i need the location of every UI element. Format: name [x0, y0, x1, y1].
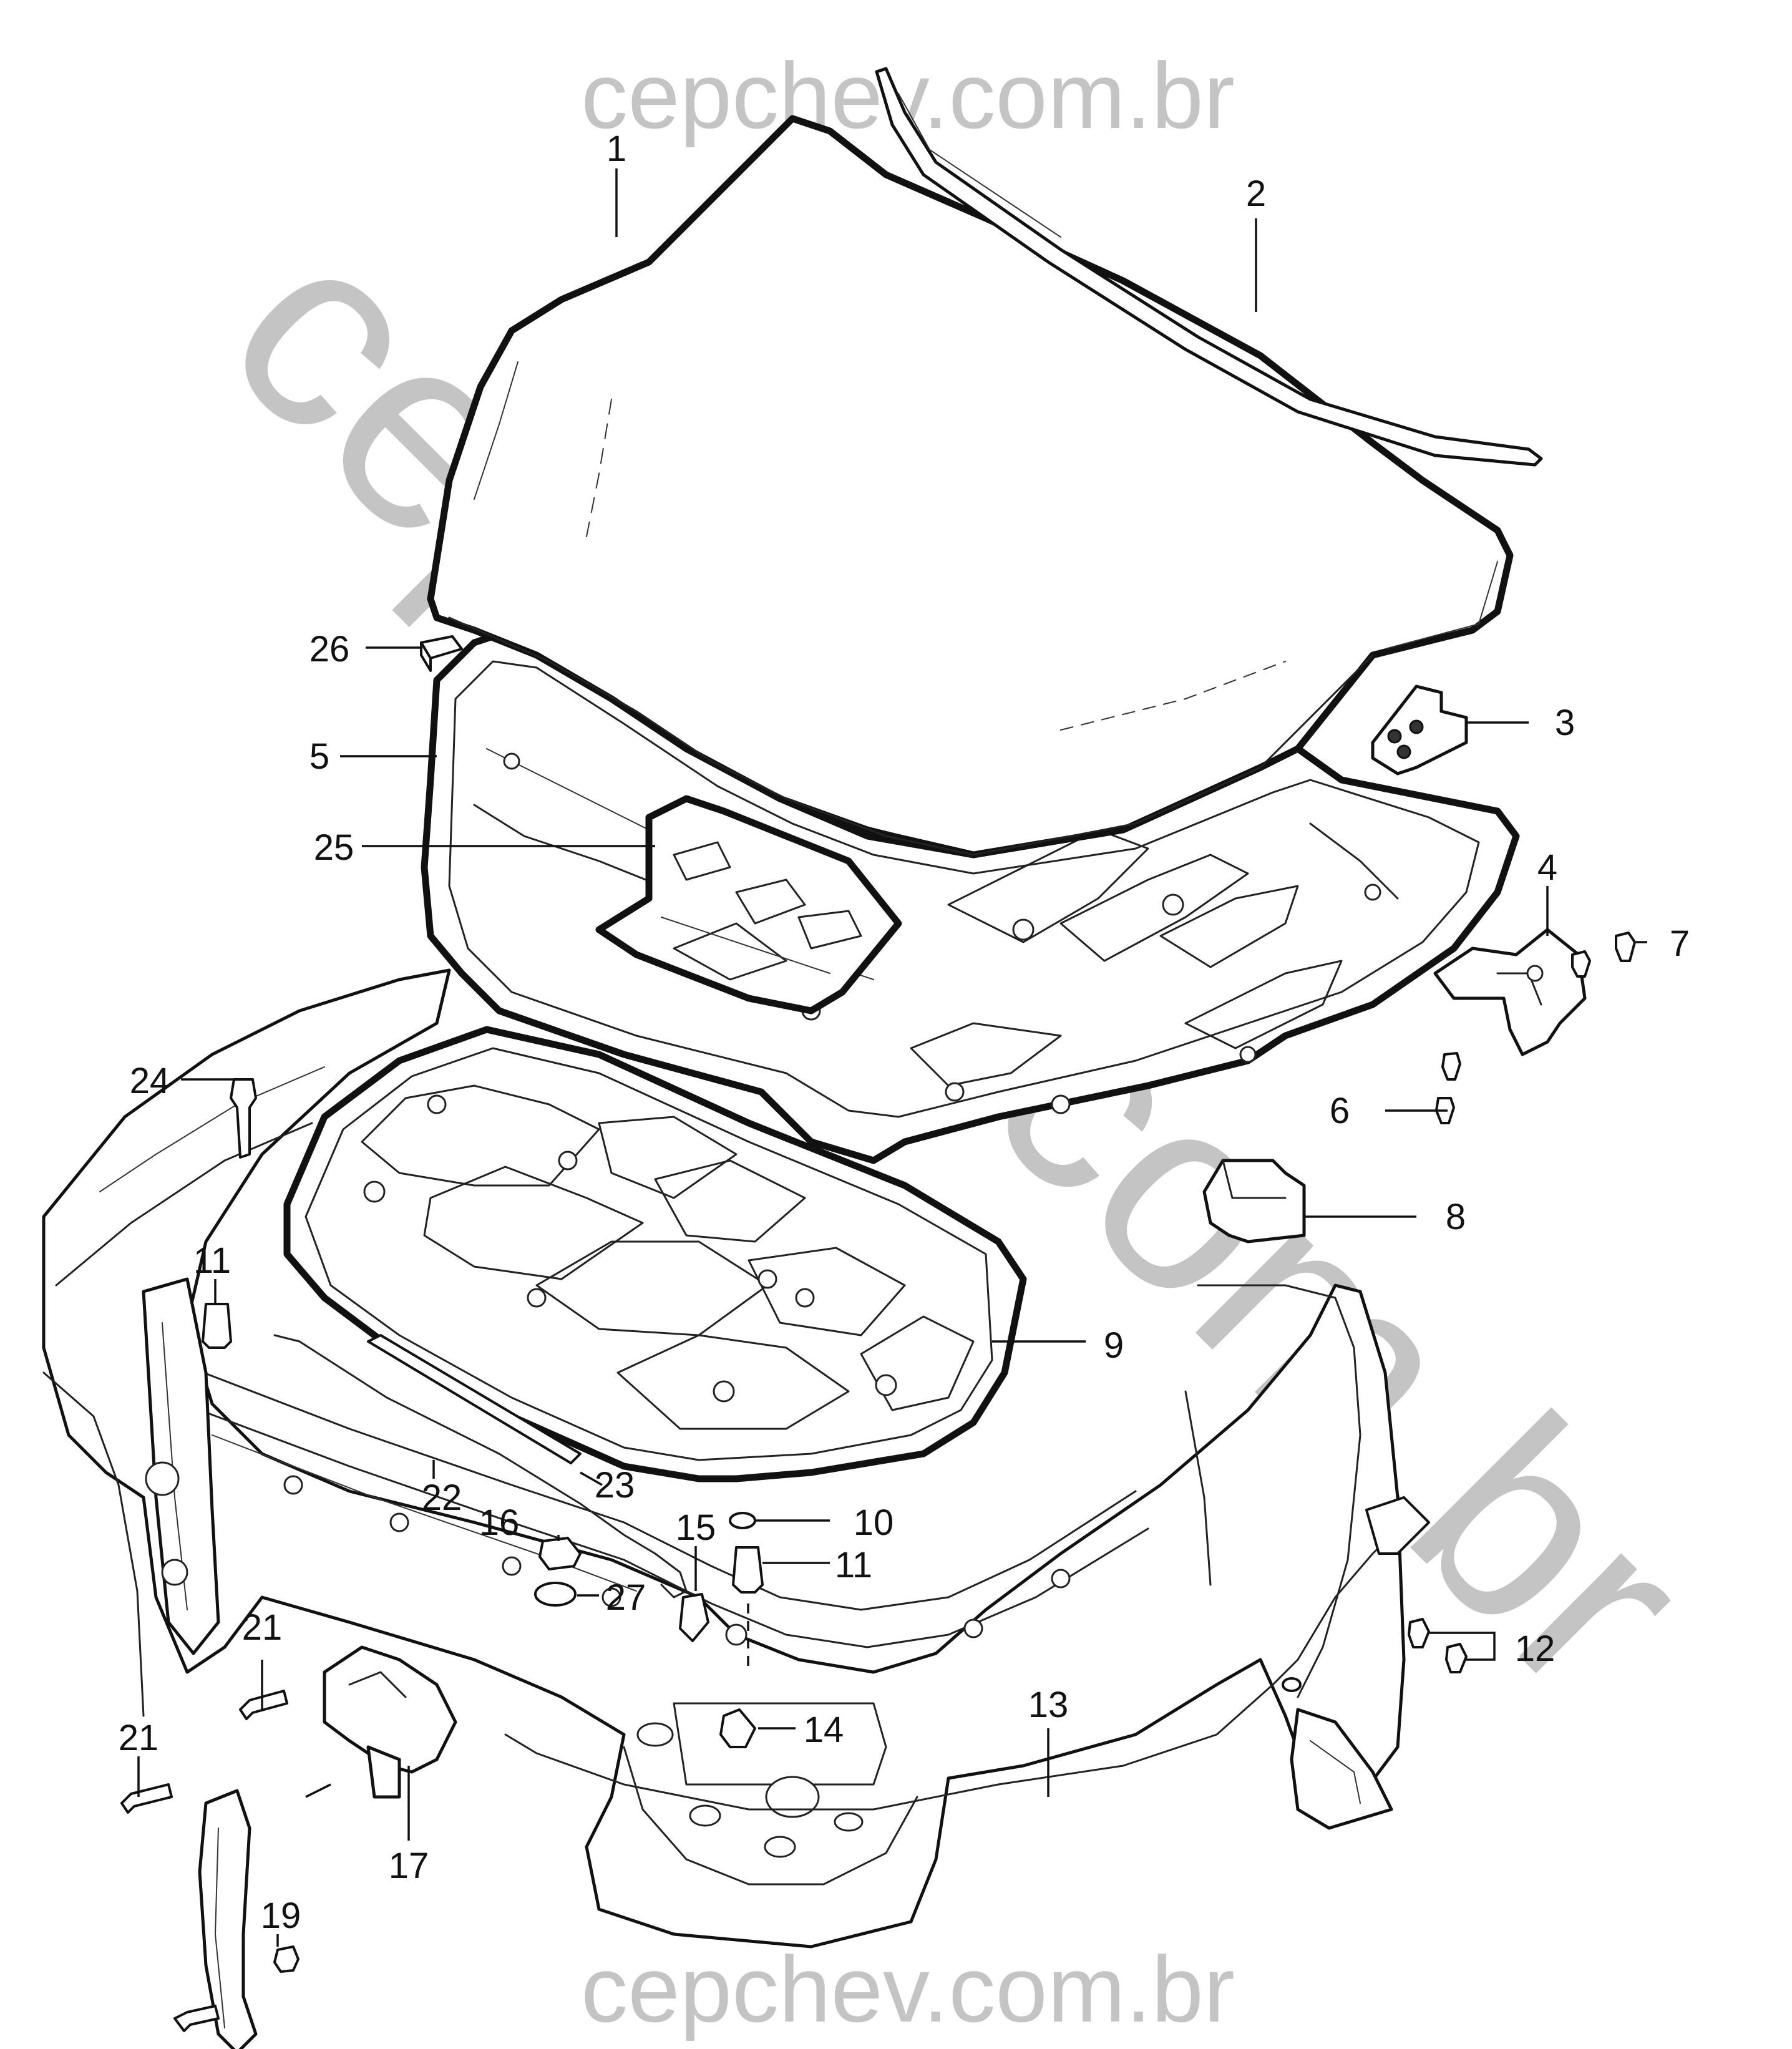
latch-support-bracket — [198, 1789, 258, 2049]
callout-8: 8 — [1446, 1197, 1466, 1237]
callout-11-lower: 11 — [835, 1545, 872, 1585]
hood-weatherstrip — [875, 67, 1543, 467]
callout-11-upper: 11 — [193, 1240, 231, 1281]
callout-1: 1 — [606, 129, 626, 169]
callout-22: 22 — [422, 1477, 462, 1518]
callout-24: 24 — [130, 1061, 170, 1101]
front-body-structure — [42, 968, 1406, 1949]
callout-26: 26 — [309, 629, 350, 669]
callout-14: 14 — [804, 1710, 844, 1750]
callout-4: 4 — [1537, 847, 1557, 888]
callout-9: 9 — [1104, 1325, 1124, 1366]
callout-23: 23 — [595, 1465, 635, 1506]
watermark-bottom: cepchev.com.br — [581, 1937, 1235, 2042]
callout-12: 12 — [1515, 1628, 1556, 1669]
callout-labels: 1 2 3 4 5 6 7 8 9 10 11 11 12 13 14 15 1… — [119, 129, 1690, 1936]
callout-2: 2 — [1246, 173, 1266, 214]
callout-25: 25 — [314, 827, 354, 868]
callout-7: 7 — [1670, 923, 1690, 964]
callout-13: 13 — [1028, 1685, 1069, 1725]
hood-hinge — [1433, 928, 1587, 1056]
callout-15: 15 — [676, 1507, 716, 1548]
callout-17: 17 — [389, 1846, 429, 1886]
callout-21-upper: 21 — [242, 1607, 283, 1648]
latch-reinforcement — [595, 795, 902, 1015]
callout-16: 16 — [479, 1502, 520, 1543]
callout-27: 27 — [606, 1577, 646, 1618]
callout-21-lower: 21 — [119, 1718, 159, 1758]
release-cable — [504, 1496, 1430, 1811]
hood-latch — [305, 1645, 457, 1799]
hood-outer-panel — [427, 115, 1514, 859]
latch-cover — [1202, 1159, 1306, 1244]
callout-5: 5 — [309, 736, 329, 777]
callout-3: 3 — [1555, 703, 1575, 743]
callout-19: 19 — [261, 1896, 301, 1936]
callout-10: 10 — [854, 1502, 894, 1543]
callout-6: 6 — [1330, 1091, 1350, 1131]
leader-lines — [137, 168, 1647, 1947]
hinge-bracket — [1371, 684, 1468, 776]
hood-prop-rod — [273, 1334, 688, 1599]
fasteners — [120, 635, 1636, 2032]
